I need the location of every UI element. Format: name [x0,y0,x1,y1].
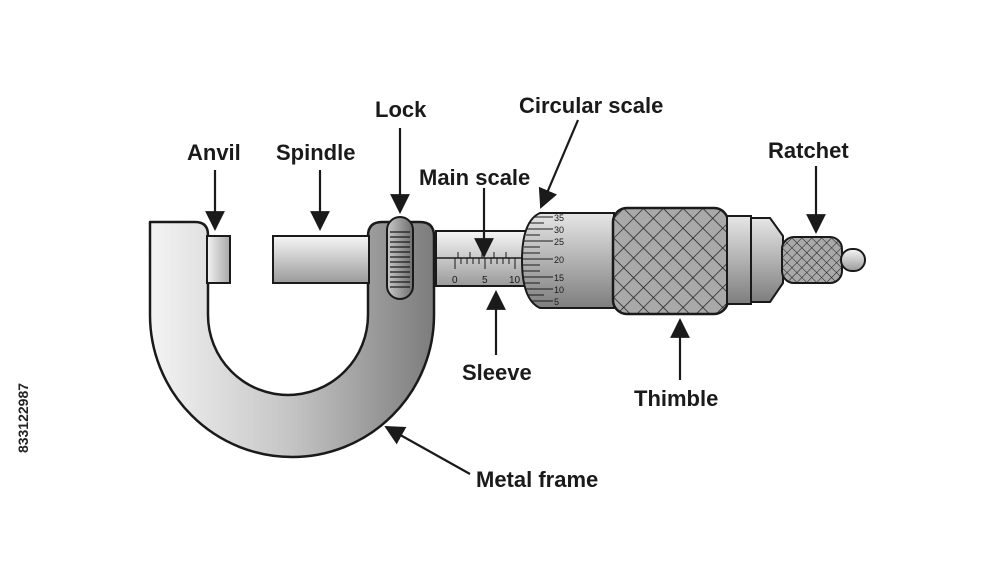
label-sleeve: Sleeve [462,360,532,385]
label-main-scale: Main scale [419,165,530,190]
thimble [611,206,730,316]
circular-scale-tick-30: 30 [554,225,564,235]
label-metal-frame: Metal frame [476,467,598,492]
main-scale-tick-10: 10 [509,275,521,286]
circular-scale-arrow [538,119,580,209]
label-ratchet: Ratchet [768,138,849,163]
circular-scale-tick-35: 35 [554,213,564,223]
metal-frame-arrow [384,426,471,475]
ratchet-cap [840,248,866,272]
label-anvil: Anvil [187,140,241,165]
thimble-barrel [520,212,615,309]
circular-scale-tick-25: 25 [554,237,564,247]
anvil [206,235,231,284]
ratchet [781,236,843,284]
circular-scale-tick-15: 15 [554,273,564,283]
label-spindle: Spindle [276,140,355,165]
stock-id: 833122987 [8,350,38,500]
circular-scale [523,216,553,302]
main-scale-tick-5: 5 [482,275,488,286]
spindle [272,235,370,284]
ratchet-body [726,215,752,305]
label-circular-scale: Circular scale [519,93,663,118]
main-scale-tick-0: 0 [452,275,458,286]
metal-frame [148,220,436,459]
main-scale [454,252,516,269]
ratchet-cone [750,217,784,303]
label-lock: Lock [375,97,427,122]
circular-scale-tick-20: 20 [554,255,564,265]
circular-scale-tick-5: 5 [554,297,559,307]
stock-id-text: 833122987 [15,382,31,454]
label-thimble: Thimble [634,386,718,411]
circular-scale-tick-10: 10 [554,285,564,295]
